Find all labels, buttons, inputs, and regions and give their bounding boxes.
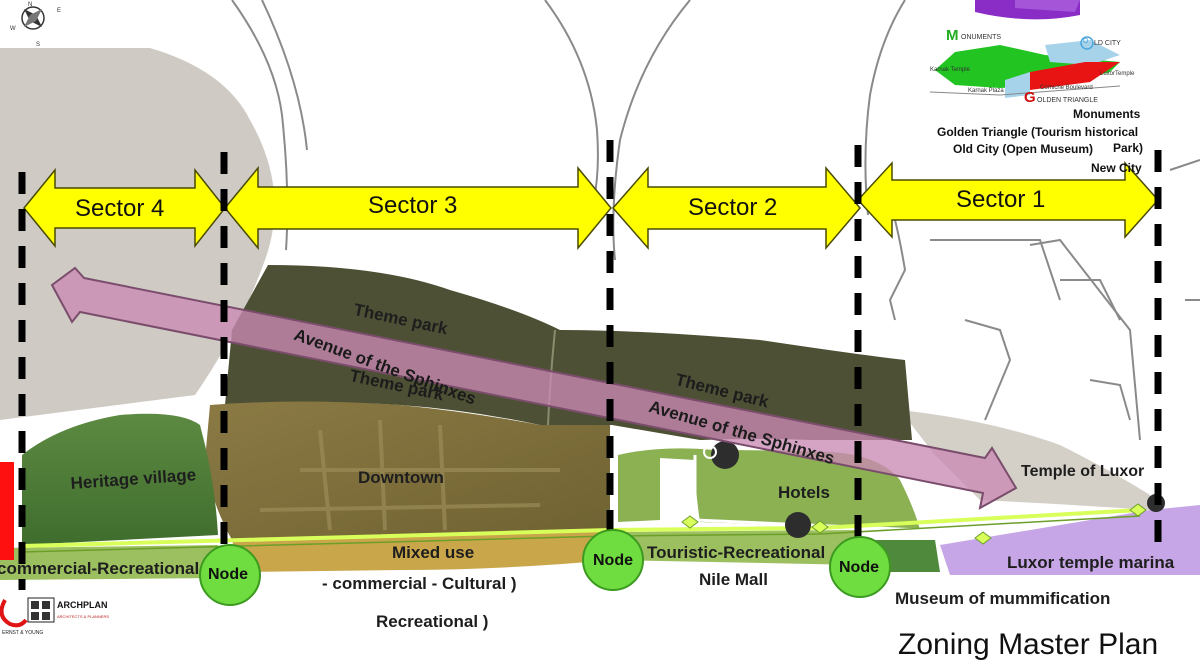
nile-mall-label: Nile Mall [699,570,768,589]
legend-item-monuments: Monuments [1073,107,1141,121]
corniche-line-outline [21,515,1141,553]
plan-title: Zoning Master Plan [898,628,1159,661]
hotels-label: Hotels [778,483,830,502]
legend-monuments-initial: M [946,27,959,44]
theme-park-area [225,265,912,440]
commercial-cultural-label: - commercial - Cultural ) [322,574,517,593]
sector-2-label: Sector 2 [688,194,778,221]
recreational-label: Recreational ) [376,612,489,631]
node-label: Node [593,552,633,569]
legend-item-golden-triangle-park: Park) [1113,141,1144,155]
touristic-recreational-strip [612,530,860,565]
ernst-young-logo-text: ERNST & YOUNG [2,630,44,636]
sector-boundaries [18,140,1162,590]
corniche-markers [681,503,1147,545]
heritage-village-area [22,413,218,545]
mixed-use-label: Mixed use [392,543,475,562]
node-label: Node [839,559,879,576]
landmark-dot [785,512,811,538]
downtown-label: Downtown [358,468,444,487]
legend-item-golden-triangle: Golden Triangle (Tourism historical [937,125,1139,139]
node-label: Node [208,566,248,583]
gray-area-east [900,410,1150,510]
mixed-use-strip [232,532,612,572]
legend-old-city-initial: O [1083,38,1089,45]
sector-2-arrow [612,165,861,251]
luxor-temple-marina-label: Luxor temple marina [1007,553,1175,572]
legend-karnak-plaza: Karnak Plaza [968,88,1004,94]
node-circles [199,529,891,606]
avenue-of-the-sphinxes-arrow [50,266,1018,510]
hotels-area [618,448,920,530]
legend-luxor-temple: LuxorTemple [1100,71,1135,77]
luxor-temple-marina-area [940,505,1200,575]
compass-w: W [10,26,16,32]
legend-golden-triangle-caption: OLDEN TRIANGLE [1037,97,1098,104]
node-circle-2 [582,529,644,591]
sector-4-label: Sector 4 [75,195,165,222]
temple-of-luxor-label: Temple of Luxor [1021,463,1145,480]
node-circle-1 [199,544,261,606]
inset-legend-map [918,0,1121,112]
downtown-street-pattern [259,419,560,531]
corniche-line [21,508,1141,548]
legend-golden-triangle-initial: G [1024,89,1036,106]
compass-e: E [57,8,62,14]
archplan-logo-subtext: ARCHITECTS & PLANNERS [57,614,110,619]
legend-corniche-boulevard: Corniche Boulevard [1040,85,1093,91]
compass-s: S [36,42,41,48]
legend-item-new-city: New City [1091,161,1142,175]
touristic-recreational-label: Touristic-Recreational [647,543,826,562]
archplan-logo-text: ARCHPLAN [57,600,108,610]
museum-of-mummification-label: Museum of mummification [895,589,1111,608]
compass-rose-icon [21,6,45,30]
red-edge-strip [0,462,14,560]
legend-karnak-temple: Karnak Temple [930,67,970,73]
landmark-dot [711,441,739,469]
commercial-recreational-strip [0,545,218,580]
sector-1-label: Sector 1 [956,186,1046,213]
legend-old-city-caption: LD CITY [1094,40,1121,47]
landmark-ring [703,445,717,459]
legend-item-old-city: Old City (Open Museum) [953,142,1094,156]
legend-monuments-caption: ONUMENTS [961,34,1002,41]
archplan-logo-icon [27,597,55,623]
commercial-recreational-label: commercial-Recreational [0,559,200,578]
cost-logo-icon [0,599,28,628]
compass-n: N [28,2,33,8]
node-circle-3 [829,536,891,598]
sector-3-arrow [224,165,612,251]
sector-arrows [23,161,1160,251]
sector-3-label: Sector 3 [368,192,458,219]
